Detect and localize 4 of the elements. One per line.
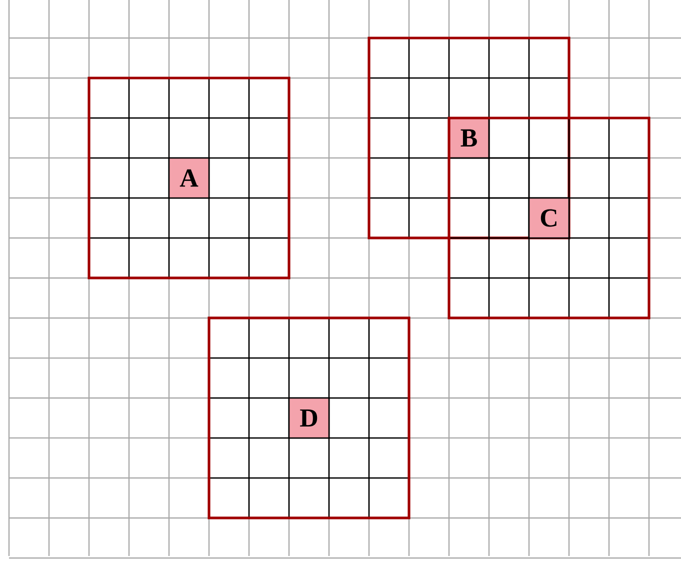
letter-label: C: [528, 197, 570, 239]
letter-label: B: [448, 117, 490, 159]
letter-label: A: [168, 157, 210, 199]
letter-label: D: [288, 397, 330, 439]
